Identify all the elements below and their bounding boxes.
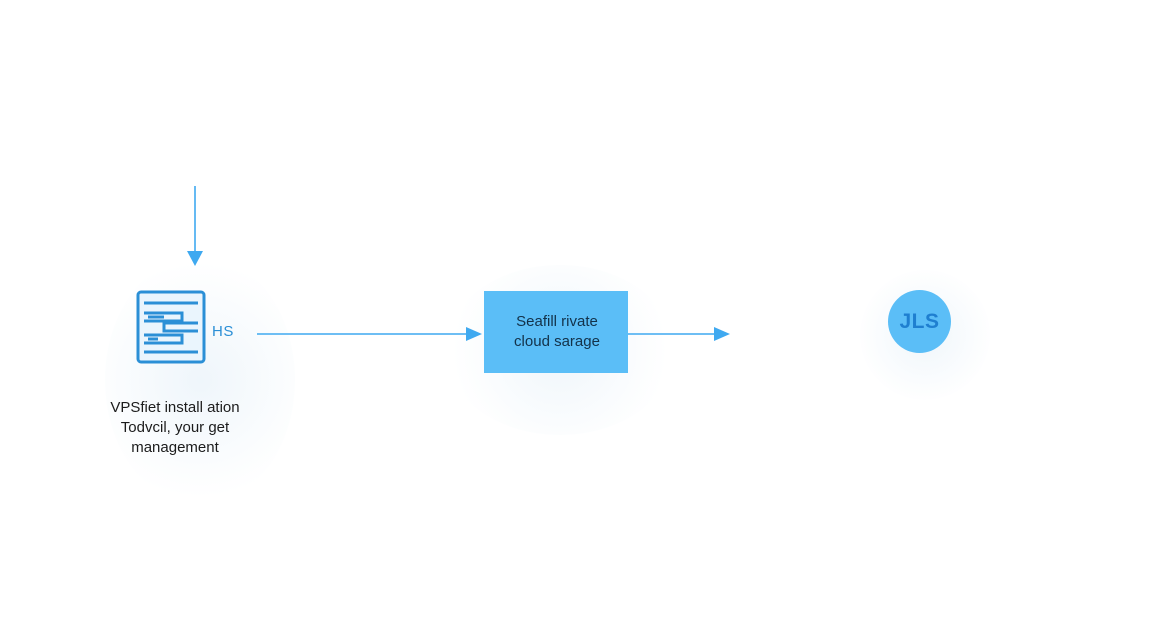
storage-to-target-arrow xyxy=(628,327,730,341)
source-side-label: HS xyxy=(212,323,234,340)
source-to-storage-arrow xyxy=(257,327,482,341)
source-caption-line-2: Todvcil, your get xyxy=(120,419,230,436)
source-caption-line-3: management xyxy=(131,439,219,456)
target-node-label: JLS xyxy=(899,309,940,333)
server-stack-icon xyxy=(136,290,206,364)
target-node: JLS xyxy=(888,290,951,353)
source-caption-line-1: VPSfiet install ation xyxy=(110,399,240,416)
source-caption: VPSfiet install ation Todvcil, your get … xyxy=(100,398,250,458)
storage-node: Seafill rivate cloud sarage xyxy=(484,291,628,373)
incoming-arrow xyxy=(187,186,203,266)
storage-node-label-line-1: Seafill rivate xyxy=(516,313,598,330)
storage-node-label-line-2: cloud sarage xyxy=(514,333,600,350)
